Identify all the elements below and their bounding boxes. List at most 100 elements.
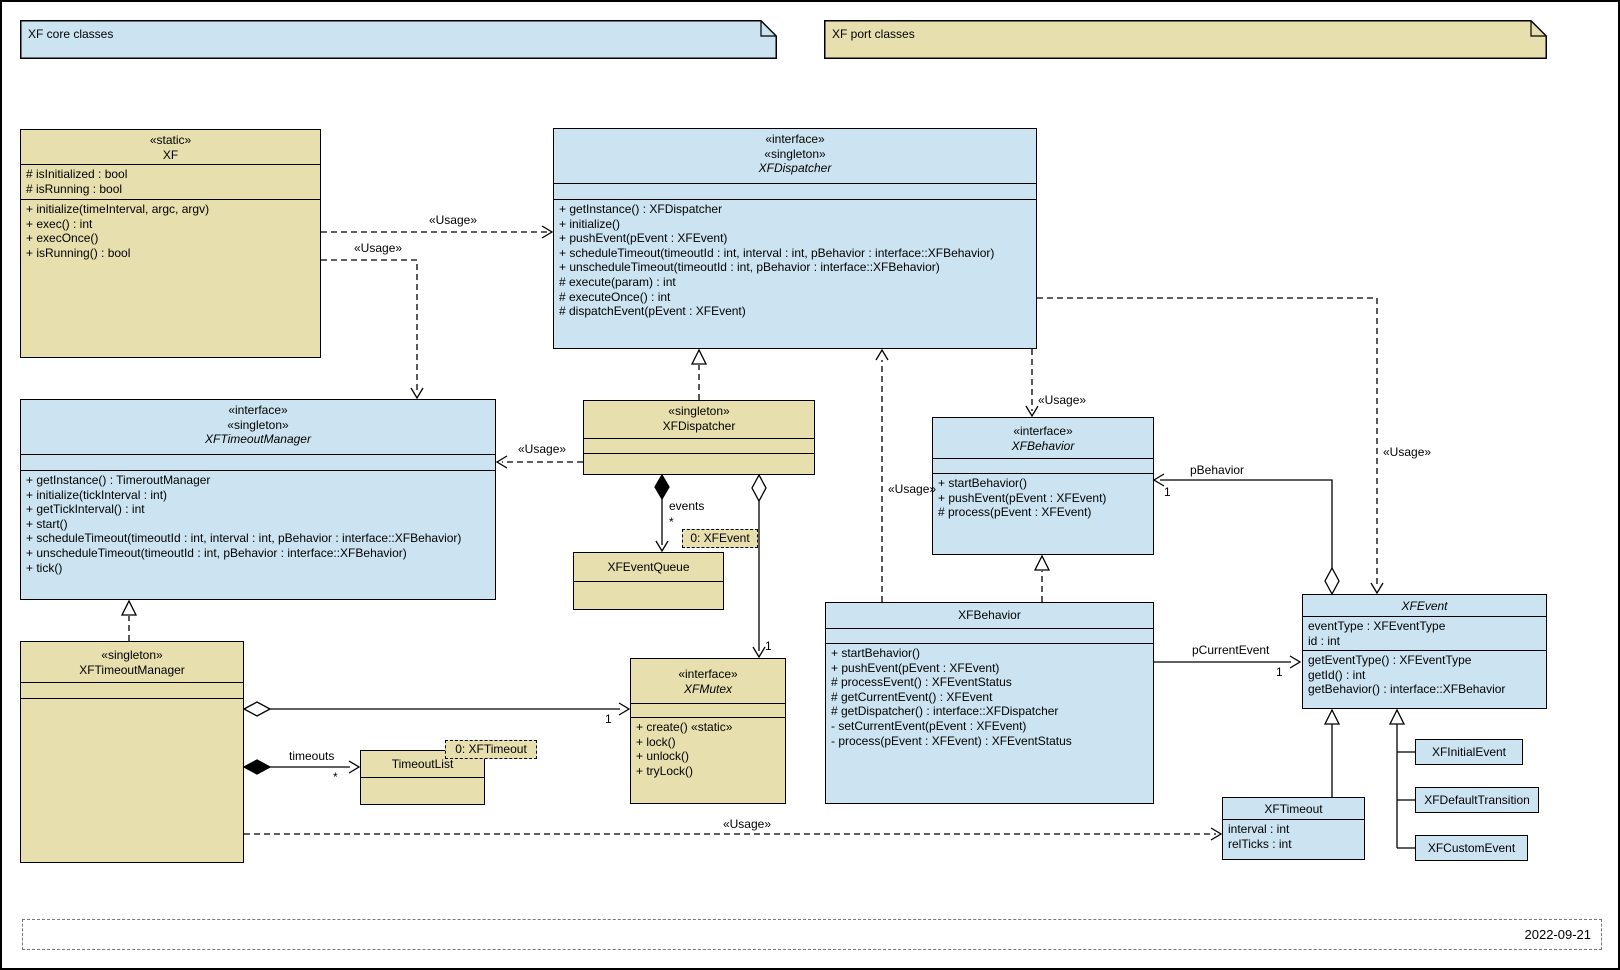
class-xftimeoutmanager-interface[interactable]: «interface» «singleton» XFTimeoutManager…: [20, 399, 496, 600]
operation: + execOnce(): [26, 231, 99, 246]
class-xfbehavior[interactable]: XFBehavior + startBehavior() + pushEvent…: [825, 602, 1154, 804]
class-name: XFInitialEvent: [1431, 744, 1507, 759]
multiplicity-one: 1: [765, 639, 772, 653]
multiplicity-many: *: [333, 770, 338, 784]
attribute: relTicks : int: [1228, 836, 1292, 851]
class-name: XFTimeoutManager: [79, 662, 185, 677]
composition-events-xfeventqueue: [654, 473, 670, 553]
multiplicity-many: *: [669, 515, 674, 529]
class-name: XFEventQueue: [607, 560, 690, 574]
realization-xfdispatcher: [690, 348, 708, 400]
realization-xfbehavior: [1033, 554, 1051, 602]
attribute: # isRunning : bool: [26, 181, 123, 196]
multiplicity-one: 1: [1164, 485, 1171, 499]
aggregation-xfdispatcher-xfmutex: [751, 473, 767, 659]
class-xftimeoutmanager-singleton[interactable]: «singleton» XFTimeoutManager: [20, 641, 244, 863]
attributes-empty: [21, 682, 243, 698]
class-xfinitialevent[interactable]: XFInitialEvent: [1415, 739, 1523, 765]
note-xftimeout-object[interactable]: 0: XFTimeout: [445, 740, 537, 759]
class-name: XFTimeoutManager: [205, 432, 311, 447]
class-name: XFDefaultTransition: [1424, 792, 1530, 807]
class-xfdispatcher-singleton[interactable]: «singleton» XFDispatcher: [583, 400, 815, 475]
class-name: XFCustomEvent: [1427, 840, 1516, 855]
operation: + scheduleTimeout(timeoutId : int, inter…: [559, 245, 995, 260]
operation: + initialize(timeInterval, argc, argv): [26, 202, 210, 216]
usage-label: «Usage»: [518, 442, 567, 456]
attributes-empty: [554, 183, 1036, 199]
operation: + getInstance() : TimeroutManager: [26, 473, 211, 487]
operation: + startBehavior(): [831, 646, 921, 660]
operations: + getInstance() : XFDispatcher + initial…: [554, 199, 1036, 348]
note-xfevent-object[interactable]: 0: XFEvent: [682, 529, 758, 548]
diagram-date: 2022-09-21: [1524, 927, 1592, 942]
operation: - process(pEvent : XFEvent) : XFEventSta…: [831, 733, 1072, 748]
stereotype: «interface»: [678, 667, 738, 681]
class-xfeventqueue[interactable]: XFEventQueue: [573, 552, 724, 610]
class-xfbehavior-interface[interactable]: «interface» XFBehavior + startBehavior()…: [932, 417, 1154, 555]
operation: + pushEvent(pEvent : XFEvent): [559, 231, 728, 246]
operation: + start(): [26, 516, 68, 531]
operation: # process(pEvent : XFEvent): [938, 505, 1092, 520]
operation: + lock(): [636, 734, 676, 749]
attributes-empty: [933, 458, 1153, 473]
note-xf-core-classes[interactable]: XF core classes: [20, 20, 777, 59]
usage-label: «Usage»: [888, 482, 937, 496]
stereotype: «interface»: [228, 403, 288, 417]
operation: + unscheduleTimeout(timeoutId : int, pBe…: [26, 545, 407, 560]
operation: + pushEvent(pEvent : XFEvent): [831, 660, 1000, 675]
class-xf-attributes: # isInitialized : bool # isRunning : boo…: [21, 164, 320, 199]
stereotype: «interface»: [1013, 424, 1073, 438]
class-xftimeout[interactable]: XFTimeout interval : int relTicks : int: [1222, 797, 1365, 860]
class-xf-stereotype: «static»: [149, 133, 192, 147]
operation: # getCurrentEvent() : XFEvent: [831, 689, 993, 704]
attributes: interval : int relTicks : int: [1223, 819, 1364, 859]
attributes: eventType : XFEventType id : int: [1303, 616, 1546, 650]
usage-xfdispatcher-to-xfbehavior: [1025, 349, 1039, 418]
aggregation-pbehavior: [1152, 473, 1340, 596]
usage-xfbehavior-to-xfdispatcher: [875, 348, 889, 602]
note-text: 0: XFEvent: [690, 531, 750, 545]
class-name: XFTimeout: [1264, 802, 1323, 816]
class-xfcustomevent[interactable]: XFCustomEvent: [1415, 835, 1528, 861]
class-xf[interactable]: «static» XF # isInitialized : bool # isR…: [20, 129, 321, 358]
note-text: XF core classes: [28, 27, 114, 41]
operations: + create() «static» + lock() + unlock() …: [631, 717, 785, 803]
note-xf-port-classes[interactable]: XF port classes: [824, 20, 1547, 59]
attribute: eventType : XFEventType: [1308, 619, 1446, 633]
role-events-label: events: [669, 499, 705, 513]
class-name: XFEvent: [1401, 599, 1448, 613]
operation: + tick(): [26, 560, 63, 575]
attribute: interval : int: [1228, 822, 1290, 836]
attribute: id : int: [1308, 633, 1341, 648]
operation: getId() : int: [1308, 667, 1366, 682]
stereotype: «singleton»: [101, 648, 163, 662]
attributes-empty: [631, 703, 785, 717]
class-xfdefaulttransition[interactable]: XFDefaultTransition: [1415, 787, 1539, 813]
operation: getBehavior() : interface::XFBehavior: [1308, 682, 1506, 697]
class-xf-operations: + initialize(timeInterval, argc, argv) +…: [21, 199, 320, 357]
operation: + startBehavior(): [938, 476, 1028, 490]
operation: + tryLock(): [636, 763, 694, 778]
multiplicity-one: 1: [1276, 665, 1283, 679]
operation: getEventType() : XFEventType: [1308, 653, 1472, 667]
attributes-empty: [574, 581, 723, 609]
operation: + exec() : int: [26, 216, 93, 231]
operations: + startBehavior() + pushEvent(pEvent : X…: [933, 473, 1153, 554]
operation: + initialize(): [559, 216, 621, 231]
attributes-empty: [826, 628, 1153, 643]
class-xfmutex-interface[interactable]: «interface» XFMutex + create() «static» …: [630, 658, 786, 804]
class-xfevent[interactable]: XFEvent eventType : XFEventType id : int…: [1302, 594, 1547, 709]
operation: + getTickInterval() : int: [26, 502, 145, 517]
class-name: XFDispatcher: [662, 418, 736, 433]
class-name: XFBehavior: [958, 608, 1021, 622]
operation: # execute(param) : int: [559, 274, 676, 289]
class-name: XFDispatcher: [758, 161, 832, 176]
attributes-empty: [361, 777, 484, 804]
stereotype: «singleton»: [227, 417, 289, 432]
class-name: TimeoutList: [391, 757, 454, 771]
aggregation-xftimeoutmanager-xfmutex: [242, 701, 631, 717]
class-xfdispatcher-interface[interactable]: «interface» «singleton» XFDispatcher + g…: [553, 128, 1037, 349]
role-timeouts-label: timeouts: [289, 749, 335, 763]
class-timeoutlist[interactable]: TimeoutList: [360, 750, 485, 805]
